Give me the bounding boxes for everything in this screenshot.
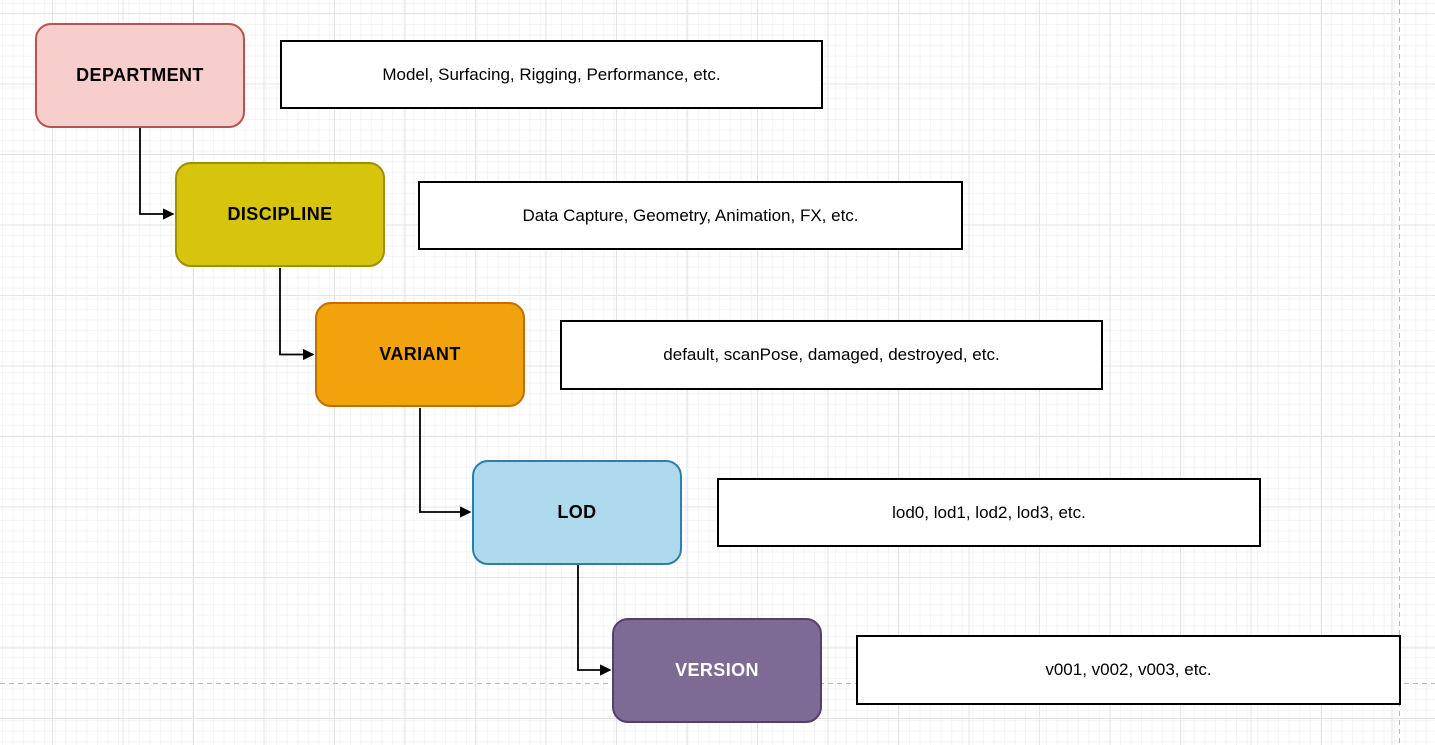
description-discipline-text: Data Capture, Geometry, Animation, FX, e… <box>522 205 859 225</box>
node-discipline-label: DISCIPLINE <box>227 204 333 224</box>
description-box-discipline[interactable]: Data Capture, Geometry, Animation, FX, e… <box>418 181 963 250</box>
node-variant[interactable]: VARIANT <box>315 302 525 407</box>
connector-department-discipline[interactable] <box>139 128 175 220</box>
description-box-version[interactable]: v001, v002, v003, etc. <box>856 635 1401 705</box>
node-department-label: DEPARTMENT <box>76 65 204 85</box>
connector-discipline-variant[interactable] <box>279 268 315 361</box>
connector-lod-version[interactable] <box>577 565 612 676</box>
node-version[interactable]: VERSION <box>612 618 822 723</box>
node-version-label: VERSION <box>675 660 759 680</box>
description-department-text: Model, Surfacing, Rigging, Performance, … <box>382 64 721 84</box>
node-department[interactable]: DEPARTMENT <box>35 23 245 128</box>
description-box-variant[interactable]: default, scanPose, damaged, destroyed, e… <box>560 320 1103 390</box>
description-lod-text: lod0, lod1, lod2, lod3, etc. <box>892 502 1086 522</box>
node-discipline[interactable]: DISCIPLINE <box>175 162 385 267</box>
description-variant-text: default, scanPose, damaged, destroyed, e… <box>663 345 1000 364</box>
description-box-lod[interactable]: lod0, lod1, lod2, lod3, etc. <box>717 478 1261 547</box>
node-lod[interactable]: LOD <box>472 460 682 565</box>
description-box-department[interactable]: Model, Surfacing, Rigging, Performance, … <box>280 40 823 109</box>
connector-variant-lod[interactable] <box>419 408 472 518</box>
node-variant-label: VARIANT <box>379 344 461 364</box>
page-boundary-vertical <box>1399 0 1400 745</box>
description-version-text: v001, v002, v003, etc. <box>1045 660 1212 679</box>
node-lod-label: LOD <box>557 502 597 522</box>
